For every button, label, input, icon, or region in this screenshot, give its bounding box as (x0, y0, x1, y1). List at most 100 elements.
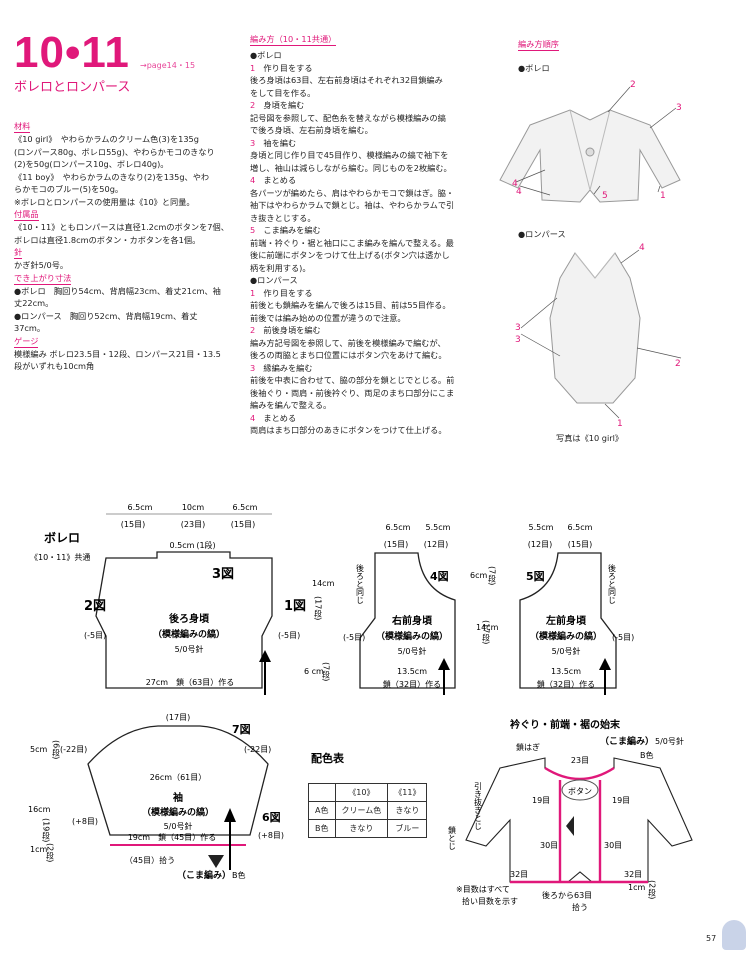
edging-sew1: 鎖はぎ (516, 742, 540, 752)
bolero-step-2: 2 (630, 80, 636, 90)
rf-rows-1: (15目) (384, 540, 408, 549)
edging-count-19a: 19目 (532, 796, 550, 805)
color-table-cell: ブルー (387, 819, 428, 838)
howto-text-span: 前後身頃を編む (263, 325, 321, 335)
sleeve-dec-left: (-22目) (60, 745, 87, 754)
howto-line: 3 縁編みを編む (250, 362, 498, 375)
text-line: ボレロは直径1.8cmのボタン・カボタンを各1個。 (14, 234, 201, 245)
back-neck-dim: 0.5cm (170, 541, 195, 550)
howto-line: 2 前後身頃を編む (250, 324, 498, 337)
text-line: 段がいずれも10cm角 (14, 361, 95, 371)
edging-button: ボタン (568, 787, 592, 796)
howto-text-span: 記号図を参照して、配色糸を替えながら模様編みの縞 (250, 112, 446, 123)
howto-text-span: 後袖ぐり・両肩・前後衿ぐり、両足のまち口部分にこま (250, 387, 455, 398)
back-rows-2: (23目) (181, 520, 205, 529)
color-table-h0 (308, 783, 336, 802)
lf-pattern: （模様編みの縞） (530, 630, 602, 642)
sleeve-inc-right: (+8目) (258, 831, 284, 840)
howto-text-span: をして目を作る。 (250, 87, 316, 98)
romper-step-1: 1 (617, 419, 623, 428)
howto-line: 後に前端にボタンをつけて仕上げる(ボタン穴は透かし (250, 249, 498, 262)
edging-count-30b: 30目 (604, 841, 622, 850)
howto-text-span: 後ろ身頃は63目、左右前身頃はそれぞれ32目鎖編み (250, 75, 443, 85)
step-number: 4 (250, 175, 256, 185)
sleeve-h3: 1cm (30, 845, 47, 854)
back-dim-1: 6.5cm (128, 503, 153, 512)
edging-count-23: 23目 (571, 756, 589, 765)
schematic-diagrams: ボレロ 《10・11》共通 6.5cm 10cm 6.5cm (15目) (23… (28, 503, 693, 912)
rf-h1: 14cm (312, 579, 335, 588)
howto-line: 前後では編み始めの位置が違うので注意。 (250, 312, 498, 325)
howto-line: 各パーツが編めたら、肩はやわらかモコで鎖はぎ。脇・ (250, 187, 498, 200)
back-body-pattern: （模様編みの縞） (153, 628, 225, 640)
rf-pattern: （模様編みの縞） (376, 630, 448, 642)
bolero-step-4b: 4 (516, 187, 522, 197)
color-table-cell: A色 (308, 801, 336, 820)
back-dim-3: 6.5cm (233, 503, 258, 512)
howto-text-span: 増し、袖山は減らしながら編む。同じものを2枚編む。 (250, 162, 452, 173)
lf-rows-1: (12目) (528, 540, 552, 549)
rf-needle: 5/0号針 (398, 646, 427, 656)
size-text: ●ボレロ 胸回り54cm、背肩幅23cm、着丈21cm、袖丈22cm。●ロンパー… (14, 285, 239, 335)
edging-needle: 5/0号針 (655, 736, 684, 746)
edging-note2: 拾い目数を示す (462, 896, 518, 906)
diagram-title: ボレロ (44, 530, 80, 545)
text-line: かぎ針5/0号。 (14, 260, 69, 270)
color-table-cell: B色 (308, 819, 336, 838)
edging-count-32a: 32目 (510, 870, 528, 879)
romper-step-3b: 3 (515, 335, 521, 345)
edging-note1: ※目数はすべて (456, 884, 510, 894)
text-line: (2)を50g(ロンパース10g、ボレロ40g)。 (14, 159, 169, 169)
materials-text: 《10 girl》 やわらかラムのクリーム色(3)を135g(ロンパース80g、… (14, 133, 239, 208)
materials-heading: 材料 (14, 121, 31, 133)
bolero-step-1: 1 (660, 191, 666, 201)
howto-text-span: こま編みを編む (263, 225, 321, 235)
sleeve-inc-left: (+8目) (72, 817, 98, 826)
sleeve-edge-color: B色 (232, 870, 246, 880)
edging-count-32b: 32目 (624, 870, 642, 879)
romper-step-3a: 3 (515, 323, 521, 333)
back-body-needle: 5/0号針 (175, 644, 204, 654)
text-line: 《10・11》ともロンパースは直径1.2cmのボタンを7個、 (14, 222, 229, 232)
color-table-cell: きなり (334, 819, 389, 838)
sleeve-dec-right: (-22目) (244, 745, 271, 754)
edging-count-19b: 19目 (612, 796, 630, 805)
howto-text-span: まとめる (263, 412, 297, 423)
sleeve-h2: 16cm (28, 805, 51, 814)
howto-text-span: 身頃を編む (263, 100, 305, 110)
howto-text-span: 縁編みを編む (263, 362, 313, 373)
text-line: (ロンパース80g、ボレロ55g)、やわらかモコのきなり (14, 146, 215, 157)
back-dec-right: (-5目) (278, 631, 300, 640)
color-table-title: 配色表 (311, 751, 345, 765)
howto-line: 4 まとめる (250, 412, 498, 425)
gauge-text: 模様編み ボレロ23.5目・12段、ロンパース21目・13.5 段がいずれも10c… (14, 348, 239, 373)
size-heading: でき上がり寸法 (14, 272, 72, 285)
edging-back-pick2: 拾う (572, 902, 588, 912)
howto-text-span: ●ボレロ (250, 50, 282, 60)
howto-text-span: 両肩はまち口部分のあきにボタンをつけて仕上げる。 (250, 425, 447, 435)
howto-line: 身頃と同じ作り目で45目作り、模様編みの縞で袖下を (250, 149, 498, 162)
howto-line: ●ボレロ (250, 49, 498, 62)
sleeve-width: 26cm（61目） (150, 773, 207, 782)
text-line: 《11 boy》 やわらかラムのきなり(2)を135g、やわ (14, 171, 210, 182)
rf-h2: 6 cm (304, 667, 324, 676)
howto-line: 後ろ身頃は63目、左右前身頃はそれぞれ32目鎖編み (250, 74, 498, 87)
fig3-label: 3図 (212, 567, 234, 582)
text-line: ●ロンパース 胸回り52cm、背肩幅19cm、着丈 (14, 310, 198, 321)
howto-text-span: 前端・衿ぐり・裾と袖口にこま編みを編んで整える。最 (250, 237, 454, 248)
romper-illustration: 4 3 3 2 1 (515, 243, 682, 428)
lf-bottom: 鎖（32目）作る (537, 679, 595, 689)
lf-dim-1: 5.5cm (529, 523, 554, 532)
howto-text-span: で後ろ身頃、左右前身頃を編む。 (250, 125, 373, 135)
color-table-cell: クリーム色 (334, 801, 389, 820)
step-number: 2 (250, 325, 256, 335)
lf-h2: 14cm (476, 623, 499, 632)
howto-text-span: 編みを編んで整える。 (250, 400, 332, 410)
howto-line: 記号図を参照して、配色糸を替えながら模様編みの縞 (250, 112, 498, 125)
text-line: 模様編み ボレロ23.5目・12段、ロンパース21目・13.5 (14, 348, 221, 359)
sleeve-h3r: (2段) (46, 843, 55, 862)
notions-heading: 付属品 (14, 209, 39, 221)
lf-body-shape (519, 552, 617, 689)
lf-same-label: 後ろと同じ (608, 563, 617, 604)
sleeve-top: (17目) (166, 713, 190, 722)
